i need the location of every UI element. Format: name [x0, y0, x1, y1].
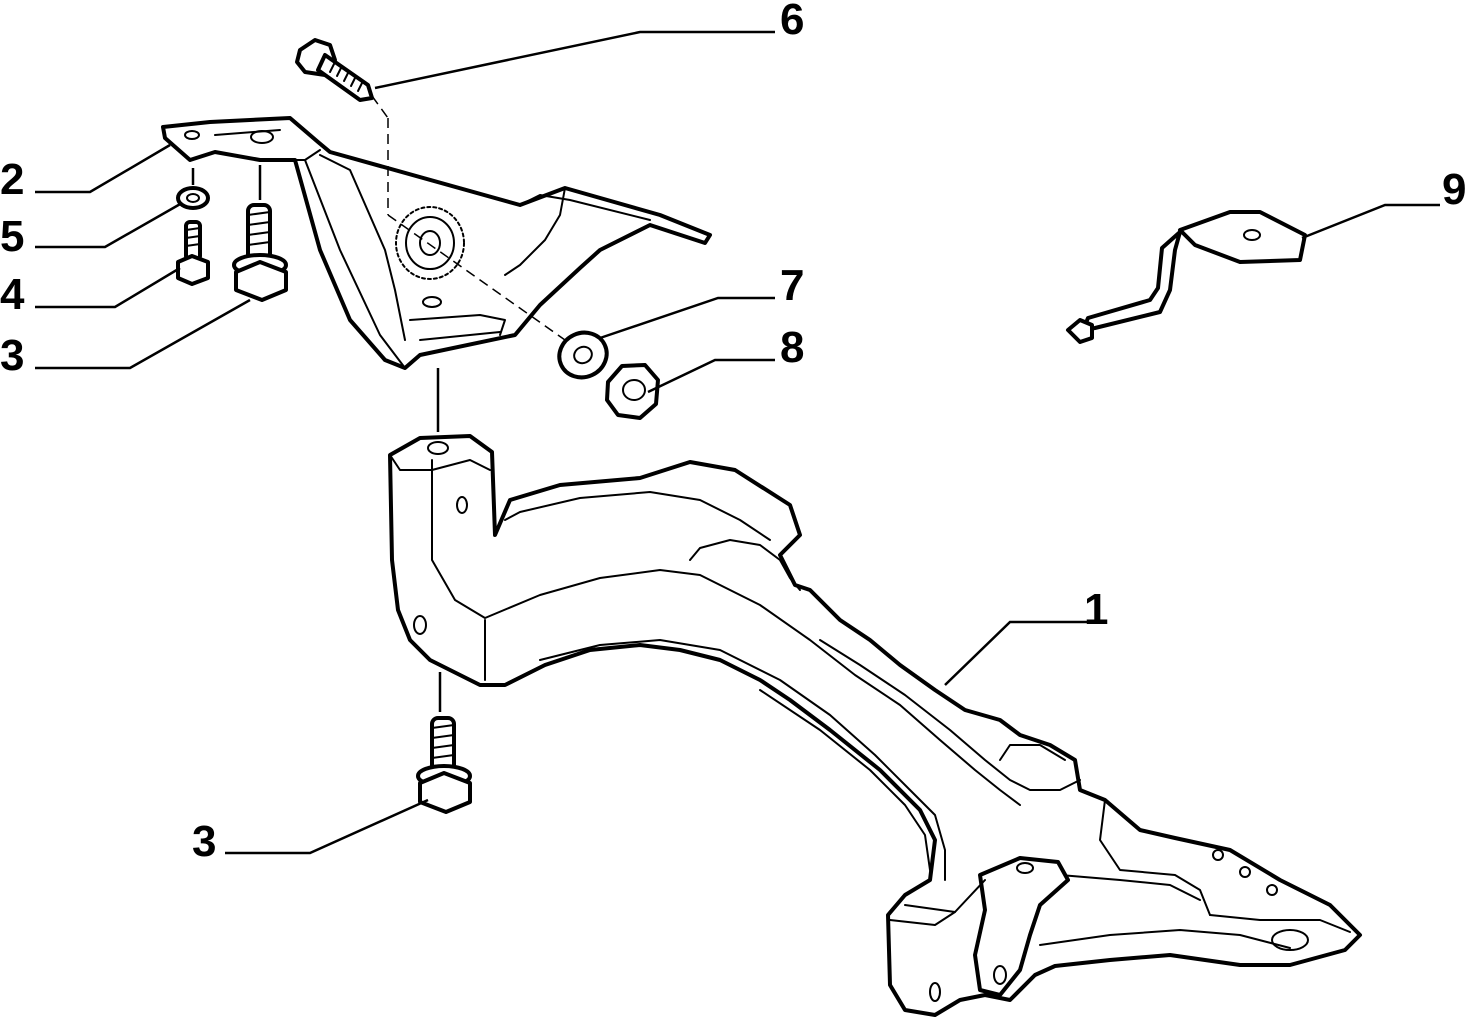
callout-6: 6	[780, 0, 804, 44]
callout-4: 4	[0, 270, 25, 319]
part-7-washer	[557, 330, 609, 380]
callout-9: 9	[1442, 165, 1466, 214]
callout-labels: 6 2 5 4 3 7 8 9 1 3	[0, 0, 1466, 866]
part-1-crossmember	[388, 434, 1362, 1017]
callout-1: 1	[1084, 585, 1108, 634]
part-4-small-bolt	[176, 220, 210, 286]
callout-2: 2	[0, 155, 24, 204]
callout-8: 8	[780, 323, 804, 372]
part-3-flange-bolt-lower	[416, 716, 472, 814]
part-8-locknut	[605, 363, 660, 420]
part-3-flange-bolt-upper	[232, 203, 288, 302]
callout-7: 7	[780, 261, 804, 310]
callout-leaders	[35, 30, 1440, 855]
callout-3-lower: 3	[192, 817, 216, 866]
assembly-lines	[191, 95, 566, 712]
part-5-washer	[176, 186, 210, 210]
part-2-mounting-bracket	[161, 116, 712, 370]
callout-3-upper: 3	[0, 331, 24, 380]
callout-5: 5	[0, 212, 24, 261]
part-6-stud-bolt	[295, 38, 374, 102]
part-9-rod-bracket	[1066, 210, 1307, 344]
